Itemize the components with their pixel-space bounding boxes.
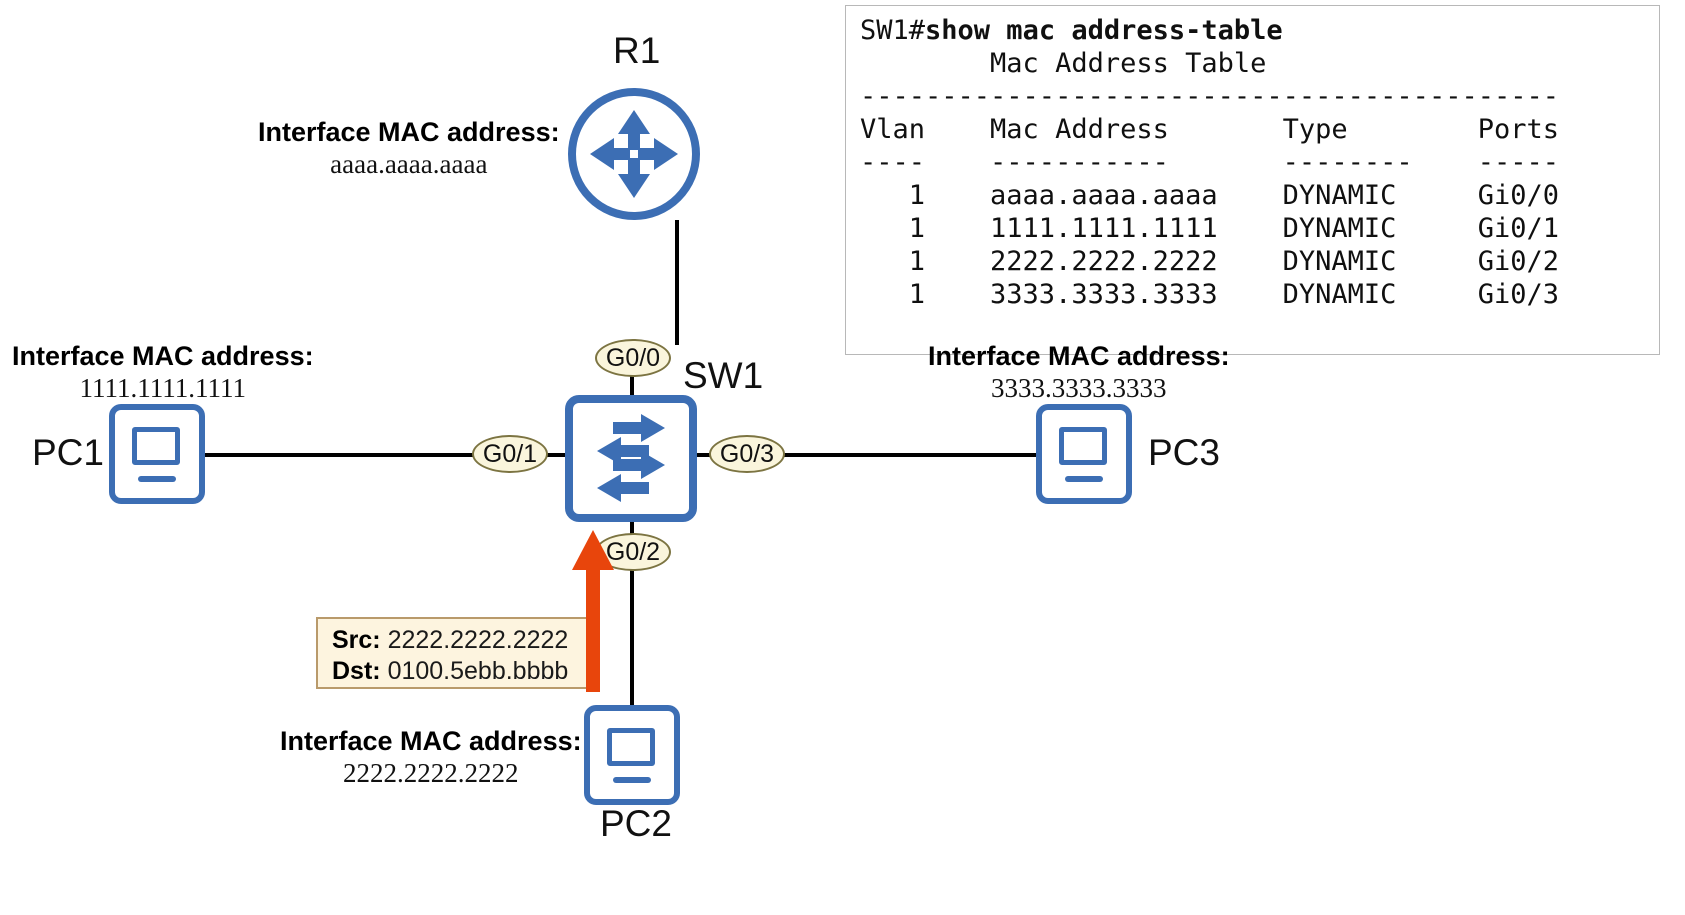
mac-note-r1: Interface MAC address: aaaa.aaaa.aaaa <box>258 116 560 180</box>
cli-command-line: SW1#show mac address-table <box>860 14 1659 47</box>
cli-prompt: SW1# <box>860 15 926 46</box>
link-pc1-sw1-right <box>545 453 570 457</box>
switch-arrows-icon <box>597 414 665 502</box>
packet-dst-key: Dst: <box>332 657 381 685</box>
device-label-pc2: PC2 <box>600 803 672 844</box>
mac-note-r1-title: Interface MAC address: <box>258 117 560 147</box>
pc3-base-icon <box>1065 476 1103 482</box>
pc3-screen-icon <box>1059 427 1107 465</box>
device-label-sw1: SW1 <box>683 355 764 396</box>
packet-src-key: Src: <box>332 626 381 654</box>
pc1-screen-icon <box>132 427 180 465</box>
port-label-g0-3[interactable]: G0/3 <box>709 435 785 473</box>
port-label-g0-1[interactable]: G0/1 <box>472 435 548 473</box>
link-r1-sw1-upper <box>675 220 679 345</box>
mac-note-pc1-title: Interface MAC address: <box>12 341 314 371</box>
cli-line-8: 1 2222.2222.2222 DYNAMIC Gi0/2 <box>860 246 1559 277</box>
switch-sw1-icon[interactable] <box>565 395 697 522</box>
cli-line-4: Vlan Mac Address Type Ports <box>860 114 1559 145</box>
link-sw1-pc3-left <box>694 453 714 457</box>
cli-line-2: ----------------------------------------… <box>860 81 1559 112</box>
pc1-icon[interactable] <box>109 404 205 504</box>
pc1-base-icon <box>138 476 176 482</box>
cli-command: show mac address-table <box>925 15 1283 46</box>
mac-note-pc2: Interface MAC address: 2222.2222.2222 <box>280 725 582 789</box>
cli-line-7: 1 1111.1111.1111 DYNAMIC Gi0/1 <box>860 213 1559 244</box>
cli-line-1: Mac Address Table <box>860 48 1267 79</box>
link-r1-sw1-lower <box>630 370 634 400</box>
cli-line-5: ---- ----------- -------- ----- <box>860 147 1559 178</box>
link-sw1-pc2 <box>630 518 634 708</box>
mac-note-r1-value: aaaa.aaaa.aaaa <box>330 149 488 179</box>
device-label-pc1: PC1 <box>32 432 104 473</box>
link-pc1-sw1-left <box>204 453 474 457</box>
mac-note-pc2-value: 2222.2222.2222 <box>343 758 519 788</box>
mac-note-pc3-title: Interface MAC address: <box>928 341 1230 371</box>
link-sw1-pc3-right <box>783 453 1041 457</box>
mac-note-pc3-value: 3333.3333.3333 <box>991 373 1167 403</box>
cli-line-9: 1 3333.3333.3333 DYNAMIC Gi0/3 <box>860 279 1559 310</box>
port-label-g0-0[interactable]: G0/0 <box>595 339 671 377</box>
frame-flow-arrow-icon <box>572 530 614 692</box>
pc3-icon[interactable] <box>1036 404 1132 504</box>
packet-src-line: Src: 2222.2222.2222 <box>332 625 594 656</box>
pc2-screen-icon <box>607 728 655 766</box>
router-r1-icon[interactable] <box>568 88 700 220</box>
packet-src-value: 2222.2222.2222 <box>387 626 569 654</box>
packet-header-box: Src: 2222.2222.2222 Dst: 0100.5ebb.bbbb <box>316 617 596 689</box>
packet-dst-value: 0100.5ebb.bbbb <box>387 657 569 685</box>
packet-dst-line: Dst: 0100.5ebb.bbbb <box>332 656 594 687</box>
router-arrows-icon <box>590 110 678 198</box>
pc2-base-icon <box>613 777 651 783</box>
mac-note-pc1-value: 1111.1111.1111 <box>79 373 247 403</box>
cli-line-6: 1 aaaa.aaaa.aaaa DYNAMIC Gi0/0 <box>860 180 1559 211</box>
mac-note-pc3: Interface MAC address: 3333.3333.3333 <box>928 340 1230 404</box>
mac-note-pc1: Interface MAC address: 1111.1111.1111 <box>12 340 314 404</box>
pc2-icon[interactable] <box>584 705 680 805</box>
device-label-pc3: PC3 <box>1148 432 1220 473</box>
cli-output-panel: SW1#show mac address-table Mac Address T… <box>845 5 1660 355</box>
mac-note-pc2-title: Interface MAC address: <box>280 726 582 756</box>
device-label-r1: R1 <box>613 30 661 71</box>
